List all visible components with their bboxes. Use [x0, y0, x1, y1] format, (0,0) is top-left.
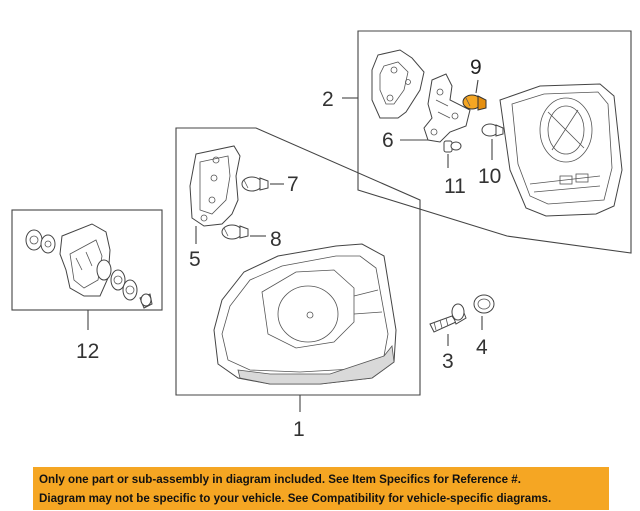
- callout-3[interactable]: 3: [442, 350, 454, 373]
- disclaimer-banner: Only one part or sub-assembly in diagram…: [33, 467, 609, 510]
- callout-12[interactable]: 12: [76, 340, 99, 363]
- callout-10[interactable]: 10: [478, 165, 501, 188]
- callout-4[interactable]: 4: [476, 336, 488, 359]
- bulb-holder-plate[interactable]: [423, 73, 471, 143]
- bulb-11[interactable]: [443, 140, 462, 153]
- disclaimer-line-1: Only one part or sub-assembly in diagram…: [39, 473, 521, 486]
- callout-5[interactable]: 5: [189, 248, 201, 271]
- bulb-socket-plate[interactable]: [189, 145, 241, 227]
- inner-lamp-assembly-frame: [357, 30, 632, 254]
- callout-9[interactable]: 9: [470, 56, 482, 79]
- mounting-hardware-parts[interactable]: [25, 223, 153, 309]
- callout-11[interactable]: 11: [444, 175, 466, 198]
- highlighted-bulb-9[interactable]: [462, 94, 487, 111]
- leader-9: [475, 79, 479, 94]
- inner-lamp-gasket[interactable]: [371, 49, 425, 119]
- callout-1[interactable]: 1: [293, 418, 305, 441]
- callout-6[interactable]: 6: [382, 129, 394, 152]
- bulb-10[interactable]: [481, 123, 504, 137]
- mounting-hardware-frame: [11, 209, 163, 311]
- inner-lamp-lens[interactable]: [499, 83, 623, 217]
- tail-lamp-housing[interactable]: [213, 243, 397, 385]
- bulb-8[interactable]: [221, 224, 249, 240]
- callout-7[interactable]: 7: [287, 173, 299, 196]
- callout-2[interactable]: 2: [322, 88, 334, 111]
- callout-8[interactable]: 8: [270, 228, 282, 251]
- disclaimer-line-2: Diagram may not be specific to your vehi…: [39, 492, 552, 505]
- cap-nut-4[interactable]: [473, 294, 495, 314]
- tail-lamp-assembly-frame: [175, 127, 421, 396]
- bolt-3[interactable]: [429, 303, 467, 333]
- bulb-7[interactable]: [241, 176, 269, 192]
